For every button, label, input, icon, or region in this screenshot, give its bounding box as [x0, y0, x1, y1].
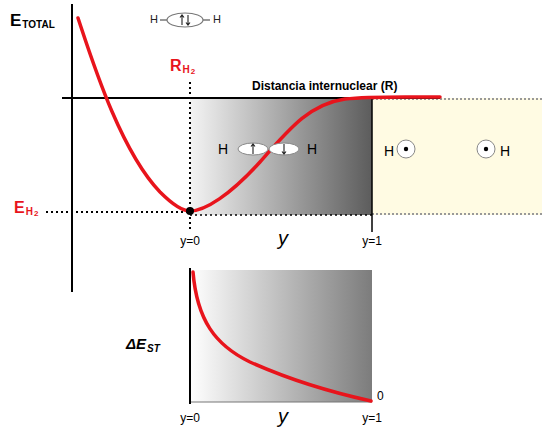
- atom-symbol: H: [213, 14, 221, 25]
- bond-line: [203, 19, 210, 20]
- label-subscript: 2: [191, 68, 195, 76]
- tick-label: y=0: [180, 235, 200, 247]
- orbital: [238, 143, 268, 155]
- axis-title: ΔE: [126, 336, 146, 351]
- tick-label: 0: [377, 390, 384, 402]
- energy-guide: [46, 211, 190, 213]
- atom-symbol: H: [218, 142, 228, 156]
- energy-label: E: [14, 200, 25, 216]
- atom-symbol: H: [384, 144, 394, 158]
- spin-down: [282, 144, 286, 154]
- spin-down: [186, 15, 190, 25]
- x-axis: [190, 402, 372, 403]
- axis-subscript: ST: [147, 344, 160, 354]
- tick-label: y=1: [362, 235, 382, 247]
- bonded-molecule: [160, 13, 210, 27]
- atom-symbol: H: [150, 14, 158, 25]
- axis-subscript: TOTAL: [22, 20, 54, 30]
- gradient-panel: [190, 270, 372, 402]
- axis-variable: y: [278, 406, 288, 426]
- label-subscript: H: [26, 207, 33, 217]
- atomic-orbital: [397, 140, 415, 158]
- orbital: [167, 13, 203, 27]
- potential-curve: [78, 18, 440, 211]
- tick-label: y=0: [180, 412, 200, 424]
- gap-curve: [193, 272, 371, 401]
- electron: [484, 147, 488, 151]
- energy-axis: [71, 4, 73, 292]
- spin-up: [251, 144, 255, 154]
- transition-band: HH: [190, 98, 372, 215]
- label-subscript: H: [183, 65, 190, 75]
- atomic-orbital: [477, 140, 495, 158]
- distance-label: R: [170, 58, 182, 74]
- dissociated-band: HH: [372, 98, 542, 215]
- band-edge: [190, 214, 372, 216]
- atom-symbol: H: [307, 142, 317, 156]
- minimum-dot: [186, 207, 194, 215]
- axis-variable: y: [278, 228, 288, 248]
- electron: [404, 147, 408, 151]
- orbital: [269, 143, 299, 155]
- spin-up: [180, 15, 184, 25]
- atom-symbol: H: [500, 144, 510, 158]
- y-axis: [189, 268, 191, 404]
- stretched-molecule: [238, 143, 299, 155]
- axis-title: E: [10, 12, 21, 29]
- label-subscript: 2: [34, 210, 38, 218]
- bond-line: [160, 19, 167, 20]
- tick-label: y=1: [362, 412, 382, 424]
- separated-atoms: [397, 140, 495, 158]
- limit-tick: [371, 98, 373, 232]
- axis-title: Distancia internuclear (R): [252, 80, 397, 92]
